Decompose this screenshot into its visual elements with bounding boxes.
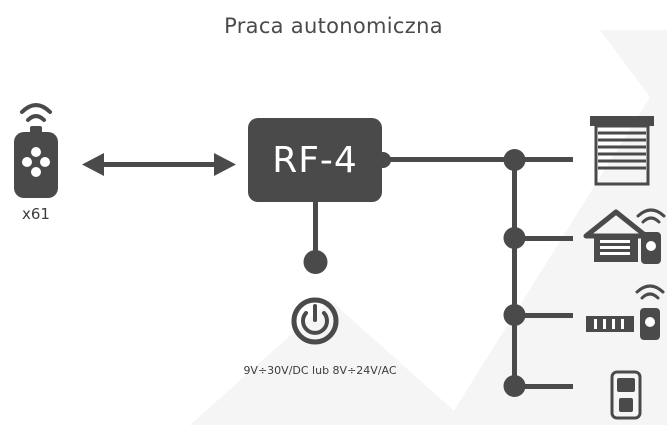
remote-control-icon	[14, 103, 58, 198]
background-shapes	[190, 30, 667, 425]
remote-count-label: x61	[22, 205, 50, 223]
gate-icon	[586, 284, 665, 340]
power-supply-caption: 9V÷30V/DC lub 8V÷24V/AC	[243, 364, 397, 377]
controller-label: RF-4	[272, 139, 358, 181]
garage-door-icon	[583, 208, 666, 264]
power-line	[313, 200, 318, 260]
roller-shutter-icon	[590, 116, 654, 186]
power-junction-dot	[303, 250, 328, 274]
bidirectional-arrow	[82, 153, 236, 176]
bus-junction-dots	[503, 149, 526, 397]
diagram-title: Praca autonomiczna	[224, 14, 443, 38]
rf4-controller-box	[248, 118, 382, 202]
bus-lines	[383, 157, 573, 389]
power-icon	[291, 297, 339, 345]
intercom-icon	[610, 370, 642, 420]
